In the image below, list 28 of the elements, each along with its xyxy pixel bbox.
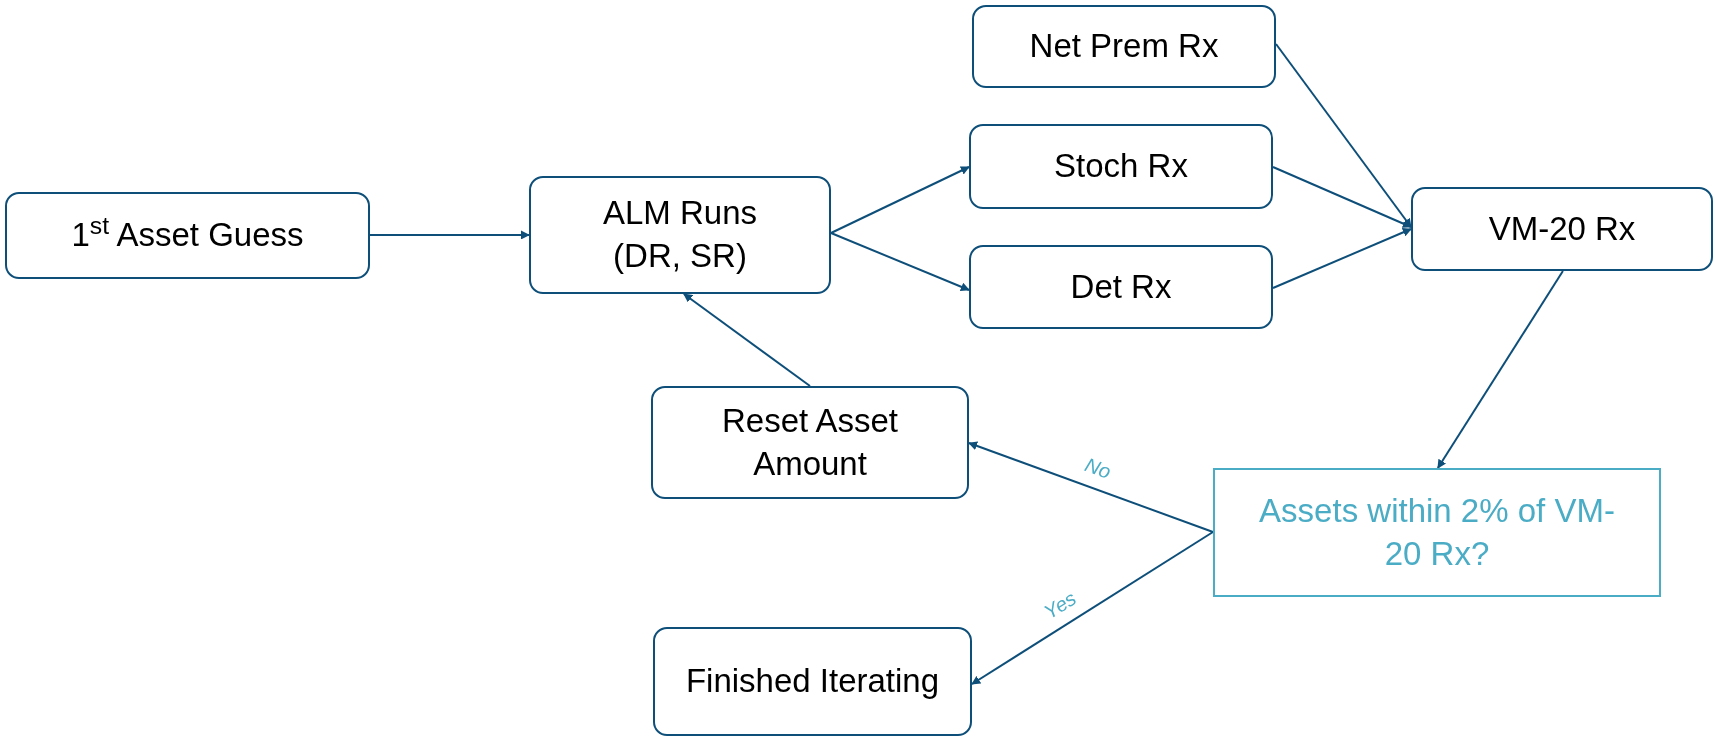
node-text: 1$^{st}$ Asset Guess [71, 214, 304, 256]
process-box [5, 192, 370, 279]
process-box [972, 5, 1276, 88]
arrow [1272, 166, 1412, 228]
process-box [651, 386, 969, 499]
node-text: Net Prem Rx [1029, 26, 1219, 67]
node-text: Stoch Rx [1054, 146, 1188, 187]
node-text: ALM Runs (DR, SR) [601, 193, 759, 276]
arrow [369, 230, 530, 240]
node-text: VM-20 Rx [1488, 208, 1636, 249]
process-box [1411, 187, 1713, 271]
process-box [969, 245, 1273, 329]
process-box [969, 124, 1273, 209]
node-text: Finished Iterating [685, 661, 940, 702]
arrow [1275, 43, 1412, 228]
node-text: Det Rx [1070, 266, 1172, 307]
arrow [830, 166, 970, 234]
arrow [968, 441, 1214, 533]
arrow [830, 232, 970, 292]
process-box [653, 627, 972, 736]
arrow [682, 293, 811, 387]
node-text: Assets within 2% of VM-20 Rx? [1258, 490, 1616, 574]
arrow [971, 531, 1214, 685]
node-text: Reset Asset Amount [720, 400, 900, 484]
decision-box [1213, 468, 1661, 597]
process-box [529, 176, 831, 294]
arrow [1272, 228, 1412, 289]
arrow [1436, 270, 1564, 469]
